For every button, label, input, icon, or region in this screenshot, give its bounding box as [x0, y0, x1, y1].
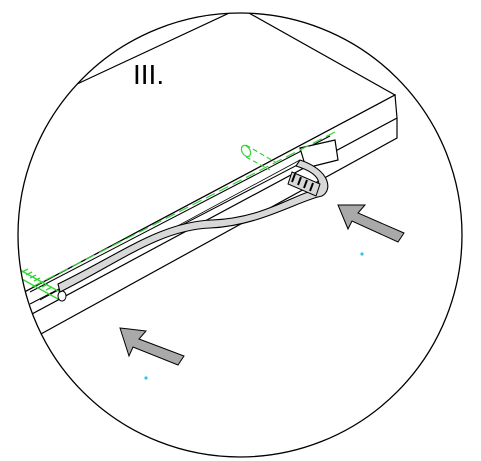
ghost-pin-icon: [240, 144, 276, 171]
ghost-spring-icon: [19, 268, 61, 300]
channel-line-upper: [29, 135, 331, 293]
marker-dot: [360, 252, 364, 256]
cable: [57, 159, 329, 293]
detail-circle: [17, 12, 463, 458]
detail-view: [18, 13, 405, 380]
step-label: III.: [133, 59, 164, 90]
push-arrow-icon: [119, 327, 185, 366]
panel-top-face: [18, 13, 397, 306]
push-arrow-icon: [337, 204, 405, 243]
guide-line: [29, 131, 336, 289]
cable-end-cap: [57, 290, 67, 302]
marker-dot: [144, 376, 148, 380]
connector-icon: [287, 171, 321, 197]
